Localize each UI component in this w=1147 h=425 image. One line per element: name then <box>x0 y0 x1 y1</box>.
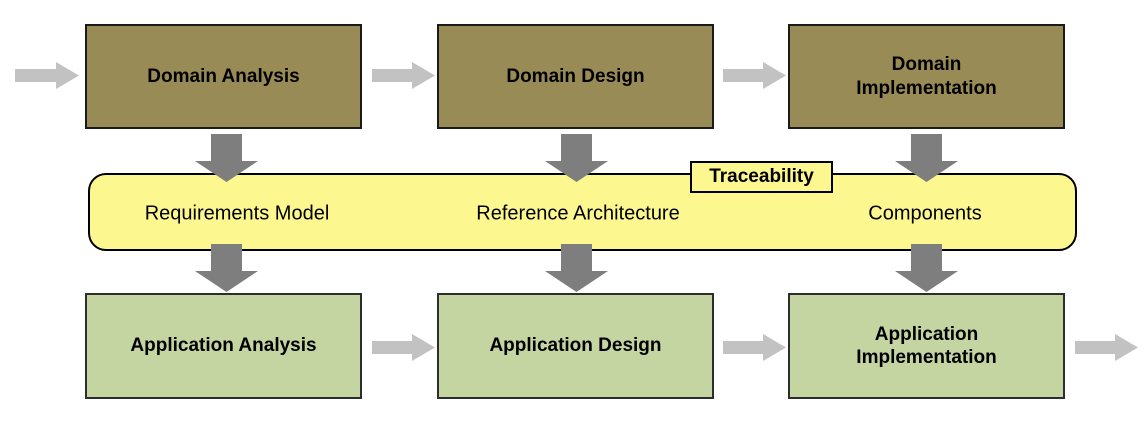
domain-analysis-to-requirements-model-arrow-icon <box>195 134 258 182</box>
domain-design-label: Domain Design <box>506 65 645 87</box>
domain-design-box[interactable]: Domain Design <box>437 24 714 129</box>
components-label: Components <box>868 202 982 225</box>
application-implementation-label: Application Implementation <box>856 323 997 368</box>
application-design-label: Application Design <box>489 335 662 357</box>
application-implementation-box[interactable]: Application Implementation <box>788 293 1065 399</box>
domain-analysis-label: Domain Analysis <box>147 65 300 87</box>
requirements-model-to-application-analysis-arrow-icon <box>195 244 258 292</box>
application-analysis-box[interactable]: Application Analysis <box>85 293 362 399</box>
reference-architecture-to-application-design-arrow-icon <box>545 244 608 292</box>
domain-implementation-to-components-arrow-icon <box>895 134 958 182</box>
domain-analysis-box[interactable]: Domain Analysis <box>85 24 362 129</box>
domain-analysis-to-domain-design-arrow-icon <box>372 62 435 89</box>
components-to-application-implementation-arrow-icon <box>895 244 958 292</box>
domain-implementation-box[interactable]: Domain Implementation <box>788 24 1065 129</box>
application-design-to-application-implementation-arrow-icon <box>723 334 786 361</box>
application-analysis-label: Application Analysis <box>130 335 317 357</box>
entry-arrow-icon <box>15 62 79 89</box>
application-design-box[interactable]: Application Design <box>437 293 714 399</box>
traceability-label: Traceability <box>709 166 814 187</box>
traceability-callout[interactable]: Traceability <box>690 161 833 193</box>
domain-implementation-label: Domain Implementation <box>856 54 997 99</box>
domain-design-to-domain-implementation-arrow-icon <box>723 62 786 89</box>
exit-arrow-icon <box>1075 334 1138 361</box>
application-analysis-to-application-design-arrow-icon <box>372 334 435 361</box>
reference-architecture-label: Reference Architecture <box>476 202 680 225</box>
requirements-model-label: Requirements Model <box>144 202 330 225</box>
domain-design-to-reference-architecture-arrow-icon <box>545 134 608 182</box>
